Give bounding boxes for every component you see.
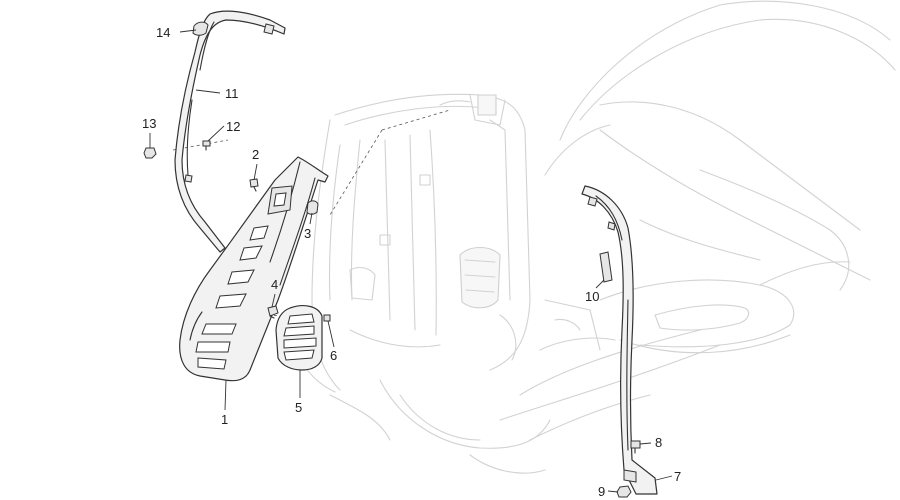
callout-7: 7 bbox=[674, 469, 681, 484]
part-14-clip bbox=[192, 21, 209, 36]
part-7-side-trim-strip bbox=[581, 185, 658, 495]
part-13-nut bbox=[143, 147, 157, 159]
scooter-body-outline bbox=[299, 0, 896, 474]
callout-12: 12 bbox=[226, 119, 240, 134]
callout-8: 8 bbox=[655, 435, 662, 450]
part-1-front-cover bbox=[179, 156, 329, 382]
callout-9: 9 bbox=[598, 484, 605, 499]
part-5-grille-insert bbox=[275, 305, 323, 371]
callout-14: 14 bbox=[156, 25, 170, 40]
callout-13: 13 bbox=[142, 116, 156, 131]
callout-5: 5 bbox=[295, 400, 302, 415]
callout-labels: 14 11 13 12 2 3 4 6 5 1 10 8 7 9 bbox=[142, 25, 681, 499]
part-2-screw bbox=[249, 178, 259, 192]
part-4-clip bbox=[267, 305, 279, 319]
callout-3: 3 bbox=[304, 226, 311, 241]
callout-6: 6 bbox=[330, 348, 337, 363]
callout-4: 4 bbox=[271, 277, 278, 292]
callout-1: 1 bbox=[221, 412, 228, 427]
part-3-fastener bbox=[306, 200, 319, 215]
callout-10: 10 bbox=[585, 289, 599, 304]
callout-2: 2 bbox=[252, 147, 259, 162]
leader-lines bbox=[149, 29, 673, 493]
part-6-screw bbox=[323, 314, 331, 322]
part-9-nut bbox=[616, 485, 632, 498]
part-8-screw bbox=[630, 440, 641, 454]
part-11-trim-strip bbox=[174, 10, 286, 253]
part-10-insert bbox=[599, 251, 613, 283]
callout-11: 11 bbox=[225, 86, 239, 101]
assembly-guide-lines bbox=[172, 109, 451, 319]
part-12-screw bbox=[202, 140, 211, 151]
